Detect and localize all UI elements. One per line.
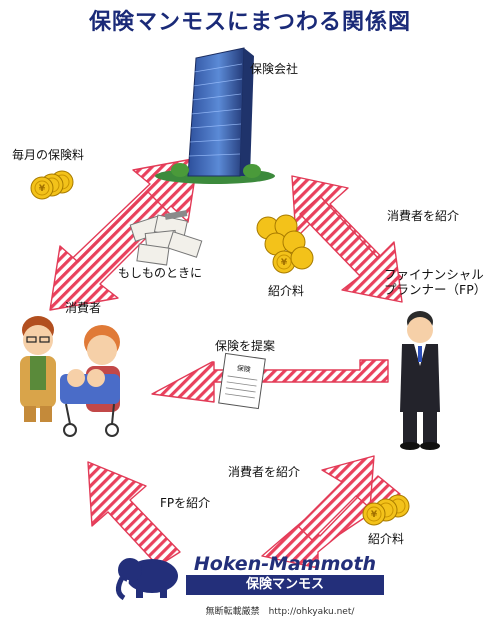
refer-consumer-bottom-label: 消費者を紹介 [228,465,301,479]
referral-fee-bottom-label: 紹介料 [368,532,405,546]
mammoth-logo-icon [116,558,178,601]
propose-insurance-label: 保険を提案 [215,339,276,353]
arrow-fee-to-fp-bottom [297,455,375,541]
insurer-label: 保険会社 [250,62,299,76]
svg-text:¥: ¥ [39,184,46,194]
logo-subtitle: 保険マンモス [186,575,384,595]
page-title: 保険マンモスにまつわる関係図 [88,10,411,35]
consumer-label: 消費者 [65,301,102,315]
arrow-fee-to-fp [299,195,403,303]
referral-fee-top-label: 紹介料 [268,284,305,298]
monthly-premium-label: 毎月の保険料 [12,148,85,162]
financial-planner-illustration [400,311,440,450]
arrow-refer-fp-to-consumer [87,461,181,567]
svg-text:保険: 保険 [236,363,251,374]
coins-referral-fee-bottom-icon: ¥ [362,494,410,526]
refer-fp-label: FPを紹介 [160,496,211,510]
emergency-label: もしものときに [118,266,203,280]
fp-label-line2: プランナー（FP） [384,282,487,297]
coins-referral-fee-icon: ¥ [256,214,314,274]
coins-premium-icon: ¥ [30,170,74,200]
consumer-family-illustration [20,316,120,437]
insurance-company-building [155,47,275,184]
money-bundles-icon [129,210,203,266]
logo-name: Hoken-Mammoth [193,553,377,575]
fp-label-line1: ファイナンシャル [384,267,484,282]
refer-consumer-top-label: 消費者を紹介 [387,209,460,223]
insurance-document-icon: 保険 [218,352,266,410]
arrow-propose-to-consumer [151,359,389,403]
svg-text:¥: ¥ [371,510,378,520]
footer-copyright: 無断転載厳禁 http://ohkyaku.net/ [205,607,355,617]
svg-text:¥: ¥ [281,258,288,268]
